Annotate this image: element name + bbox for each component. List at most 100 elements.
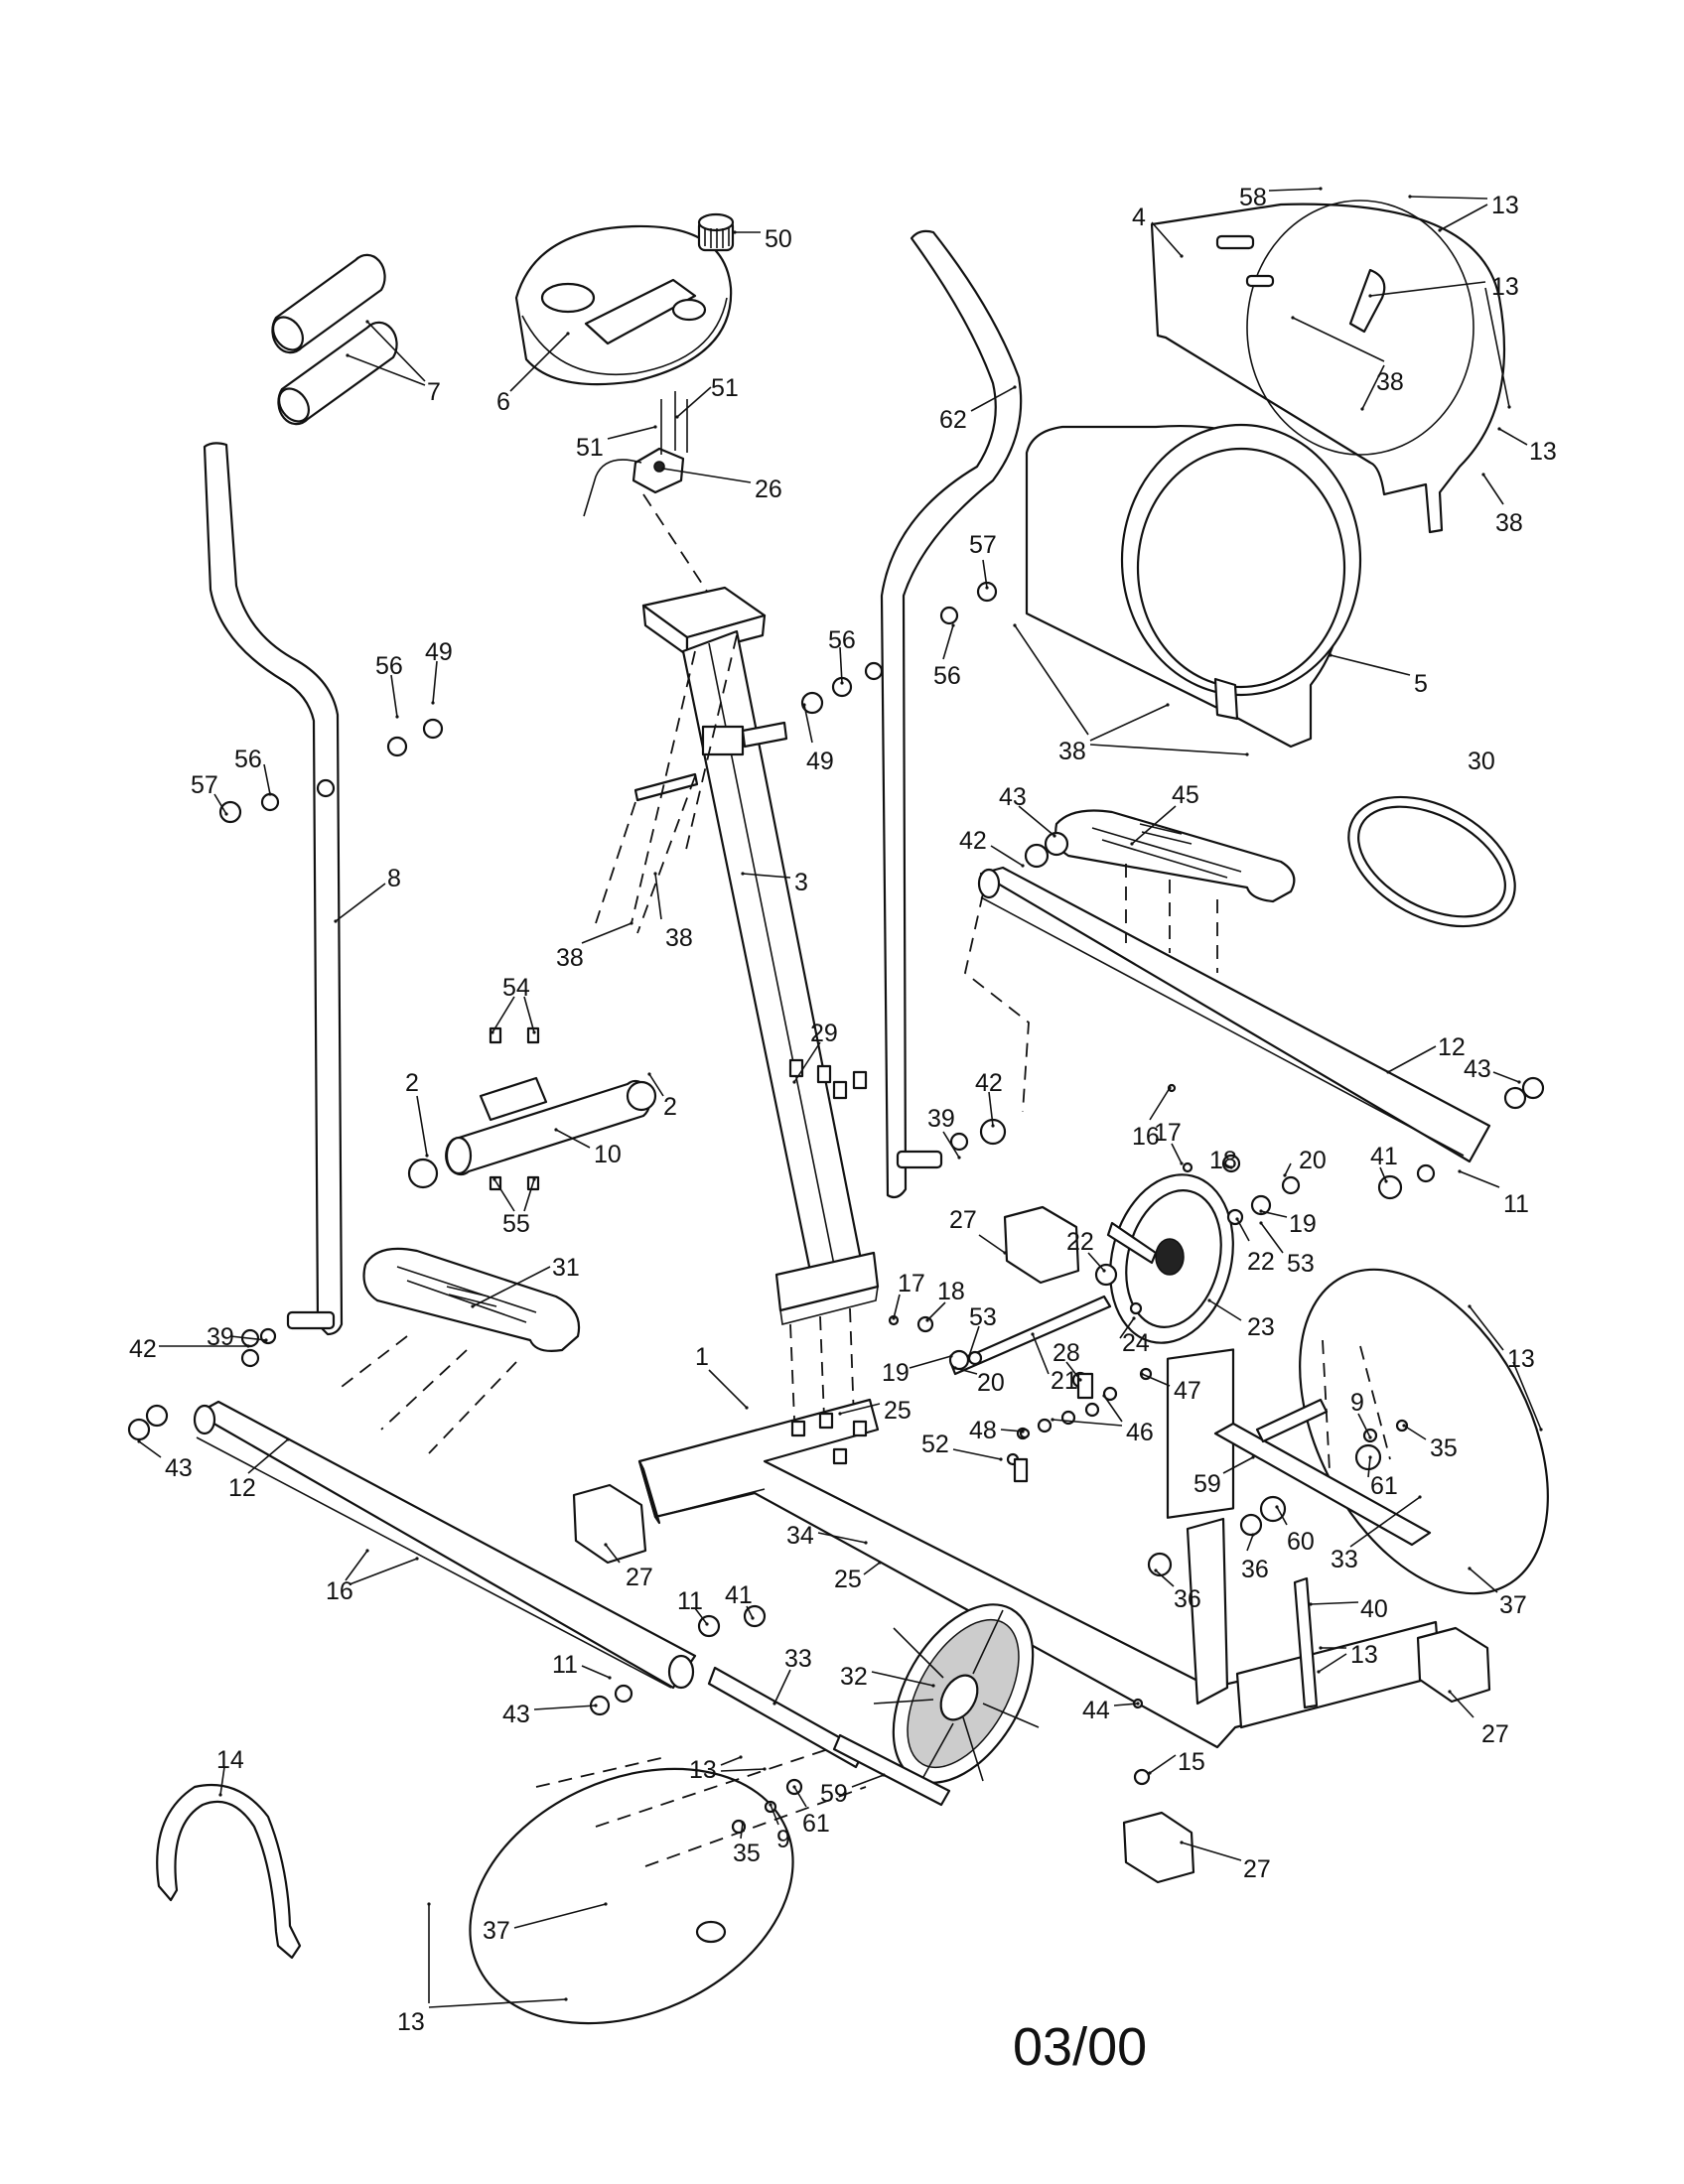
leader-c-54 xyxy=(491,996,515,1033)
leader-c-1 xyxy=(708,1369,748,1409)
left-disc-bracket-part-33 xyxy=(707,1666,951,1807)
part-label-27: 27 xyxy=(626,1564,653,1591)
part-label-19: 19 xyxy=(1289,1210,1317,1238)
leader-end-c-11b xyxy=(705,1622,709,1626)
leader-c-27a xyxy=(978,1234,1006,1254)
flywheel-part-32 xyxy=(873,1603,1040,1784)
leader-c-59a xyxy=(1222,1456,1254,1474)
part-label-38: 38 xyxy=(665,924,693,952)
leader-end-c-35a xyxy=(1402,1424,1406,1428)
leader-end-c-55b xyxy=(532,1177,536,1181)
leader-end-c-38g xyxy=(653,872,657,876)
leader-c-38b xyxy=(1361,364,1385,410)
leader-end-c-49b xyxy=(802,703,806,707)
leader-end-c-16b xyxy=(365,1549,369,1553)
leader-end-c-40 xyxy=(1309,1602,1313,1606)
part-label-14: 14 xyxy=(216,1746,244,1774)
leader-c-58 xyxy=(1268,188,1322,192)
leader-end-c-33a xyxy=(1418,1495,1422,1499)
part-label-16: 16 xyxy=(326,1577,353,1605)
pulley-part-23 xyxy=(1106,1173,1234,1344)
part-label-56: 56 xyxy=(234,746,262,773)
leader-end-c-13f xyxy=(1468,1304,1472,1308)
leader-c-36a xyxy=(1246,1534,1254,1552)
leader-c-10 xyxy=(555,1129,591,1149)
leader-c-43d xyxy=(533,1705,597,1710)
leader-end-c-41a xyxy=(1384,1179,1388,1183)
leader-end-c-34 xyxy=(864,1541,868,1545)
leader-c-57b xyxy=(213,793,227,815)
part-label-30: 30 xyxy=(1468,748,1495,775)
part-label-56: 56 xyxy=(828,626,856,654)
part-label-27: 27 xyxy=(1243,1855,1271,1883)
leader-end-c-1 xyxy=(745,1406,749,1410)
leader-c-46 xyxy=(1103,1395,1123,1423)
leader-end-c-54b xyxy=(532,1030,536,1034)
revision-date-stamp: 03/00 xyxy=(1013,2017,1147,2077)
leader-c-26 xyxy=(662,468,752,483)
part-label-27: 27 xyxy=(949,1206,977,1234)
leader-end-c-36a xyxy=(1251,1533,1255,1537)
part-label-33: 33 xyxy=(1331,1546,1358,1573)
leader-c-25b xyxy=(863,1562,881,1575)
leader-c-38d xyxy=(1014,624,1089,736)
leader-end-c-9b xyxy=(769,1803,772,1807)
leader-end-c-29 xyxy=(792,1080,796,1084)
leader-end-c-57b xyxy=(224,812,228,816)
leader-end-c-38d xyxy=(1013,623,1017,627)
leader-end-c-24 xyxy=(1132,1316,1136,1320)
part-label-41: 41 xyxy=(1370,1143,1398,1170)
leader-end-c-9a xyxy=(1368,1435,1372,1439)
leader-c-13i xyxy=(1318,1653,1347,1673)
leader-end-c-31 xyxy=(471,1304,475,1308)
leader-end-c-7b xyxy=(346,353,350,357)
leader-c-41a xyxy=(1379,1166,1387,1182)
part-label-42: 42 xyxy=(975,1069,1003,1097)
leader-end-c-12a xyxy=(1386,1070,1390,1074)
leader-c-39b xyxy=(229,1335,267,1341)
leader-c-61b xyxy=(793,1786,807,1808)
leader-end-c-17a xyxy=(1180,1161,1184,1165)
leader-end-c-58 xyxy=(1319,187,1323,191)
leader-c-16a xyxy=(1149,1087,1171,1121)
leader-c-33a xyxy=(1349,1496,1421,1548)
leader-c-37a xyxy=(1469,1568,1498,1593)
leader-c-43b xyxy=(1492,1071,1520,1083)
leader-c-13f xyxy=(1469,1305,1504,1351)
part-label-54: 54 xyxy=(502,974,530,1002)
leader-end-c-6 xyxy=(566,332,570,336)
leader-end-c-13c xyxy=(1368,294,1372,298)
leader-end-c-38c xyxy=(1481,473,1485,477)
part-label-33: 33 xyxy=(784,1645,812,1673)
leader-c-11b xyxy=(694,1607,708,1625)
leader-end-c-53b xyxy=(967,1354,971,1358)
leader-end-c-5 xyxy=(1329,653,1333,657)
leader-c-34 xyxy=(817,1532,867,1544)
part-label-60: 60 xyxy=(1287,1528,1315,1556)
leader-c-47 xyxy=(1141,1373,1171,1387)
part-label-2: 2 xyxy=(405,1069,419,1097)
right-pedal-arm-part-12 xyxy=(963,864,1491,1163)
leader-end-c-45 xyxy=(1130,842,1134,846)
part-label-1: 1 xyxy=(695,1343,709,1371)
part-label-38: 38 xyxy=(1058,738,1086,765)
leader-end-c-56b xyxy=(395,715,399,719)
leader-end-c-13d xyxy=(1507,405,1511,409)
crank-axle-part-10 xyxy=(407,1076,657,1189)
leader-end-c-27a xyxy=(1003,1251,1007,1255)
leader-end-c-46b xyxy=(1051,1418,1054,1422)
part-label-20: 20 xyxy=(977,1369,1005,1397)
part-label-19: 19 xyxy=(882,1359,910,1387)
part-label-21: 21 xyxy=(1051,1367,1078,1395)
part-label-10: 10 xyxy=(594,1141,622,1168)
leader-end-c-35b xyxy=(741,1821,745,1825)
leader-c-11c xyxy=(581,1665,611,1679)
left-disc-part-37 xyxy=(469,1746,867,2025)
leader-c-16c xyxy=(349,1558,418,1585)
leader-c-27d xyxy=(1181,1842,1242,1861)
part-label-47: 47 xyxy=(1174,1377,1201,1405)
leader-c-49a xyxy=(432,660,438,704)
part-label-43: 43 xyxy=(999,783,1027,811)
part-label-26: 26 xyxy=(755,476,782,503)
leader-end-c-13i xyxy=(1317,1670,1321,1674)
